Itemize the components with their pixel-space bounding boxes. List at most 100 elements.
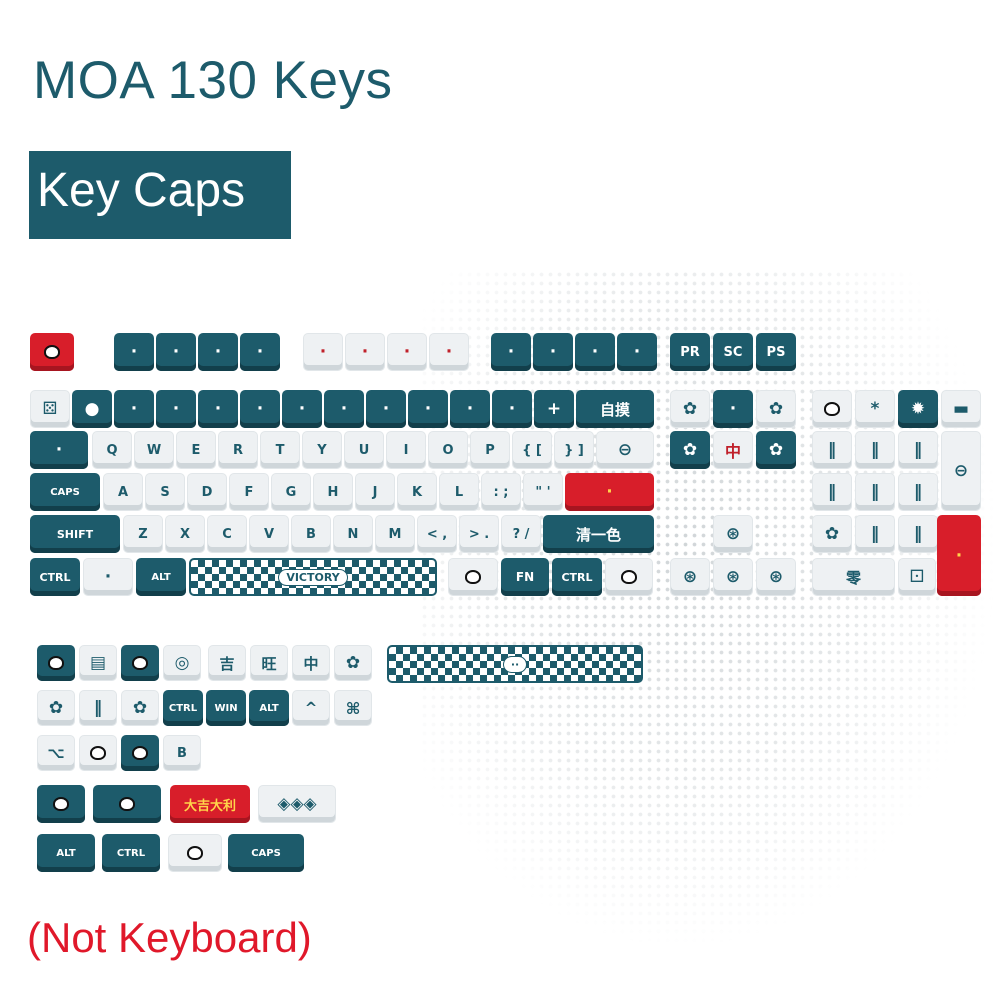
extra-caret-key: ^ bbox=[292, 690, 330, 726]
extra-panda-key-5 bbox=[37, 785, 85, 823]
pgup-key: ✿ bbox=[756, 390, 796, 428]
circle-tile-icon: · bbox=[214, 399, 222, 419]
left-arrow-key: ⊛ bbox=[670, 558, 710, 596]
key-o: O bbox=[428, 431, 468, 469]
flower-tile-icon: ✿ bbox=[768, 440, 784, 460]
key-g: G bbox=[271, 473, 311, 511]
numpad-7-key: ‖ bbox=[812, 431, 852, 469]
numpad-6-key: ‖ bbox=[898, 473, 938, 511]
flower-tile-icon: ✿ bbox=[345, 653, 361, 673]
numpad-1-key: ✿ bbox=[812, 515, 852, 553]
flower-tile-icon: ✿ bbox=[768, 399, 784, 419]
key-j: J bbox=[355, 473, 395, 511]
circle-tile-icon: · bbox=[130, 399, 138, 419]
right-shift-key: 清一色 bbox=[543, 515, 654, 553]
extra-alt-key: ALT bbox=[249, 690, 289, 726]
plus-key: + bbox=[534, 390, 574, 428]
coin-icon: ⊖ bbox=[953, 461, 969, 481]
key-b: B bbox=[291, 515, 331, 553]
panda-icon bbox=[48, 656, 64, 670]
mahjong-icon: · bbox=[172, 342, 180, 362]
key-e: E bbox=[176, 431, 216, 469]
subtitle-banner: Key Caps bbox=[29, 151, 291, 239]
num-key-2: · bbox=[114, 390, 154, 428]
extra-panda-key-3 bbox=[79, 735, 117, 771]
spacebar-label: VICTORY bbox=[278, 568, 348, 586]
fn-key: FN bbox=[501, 558, 549, 596]
circle-tile-icon: ● bbox=[84, 399, 100, 419]
bamboo-tile-icon: ‖ bbox=[827, 482, 837, 502]
extra-flower-key-3: ✿ bbox=[121, 690, 159, 726]
extra-target-key: ◎ bbox=[163, 645, 201, 681]
panda-icon bbox=[132, 746, 148, 760]
key-n: N bbox=[333, 515, 373, 553]
key-quote: " ' bbox=[523, 473, 563, 511]
sc-key: SC bbox=[713, 333, 753, 371]
circle-tile-icon: · bbox=[172, 399, 180, 419]
panda-icon bbox=[465, 570, 481, 584]
red-dot-icon: · bbox=[729, 399, 737, 419]
flower-tile-icon: ✿ bbox=[824, 524, 840, 544]
extra-ctrl-key: CTRL bbox=[163, 690, 203, 726]
plus-icon: + bbox=[546, 399, 562, 419]
page-title: MOA 130 Keys bbox=[33, 51, 393, 110]
left-alt-key: ALT bbox=[136, 558, 186, 596]
numlock-key bbox=[812, 390, 852, 428]
tilde-key: ⚄ bbox=[30, 390, 70, 428]
backslash-key: ⊖ bbox=[596, 431, 654, 469]
numpad-3-key: ‖ bbox=[898, 515, 938, 553]
key-semicolon: : ; bbox=[481, 473, 521, 511]
bamboo-tile-icon: ‖ bbox=[913, 440, 923, 460]
panda-icon bbox=[132, 656, 148, 670]
extra-daji-key: 大吉大利 bbox=[170, 785, 250, 823]
mahjong-icon: · bbox=[549, 342, 557, 362]
key-p: P bbox=[470, 431, 510, 469]
halftone-background bbox=[420, 270, 1000, 950]
right-alt-key bbox=[448, 558, 498, 596]
not-keyboard-note: (Not Keyboard) bbox=[27, 914, 312, 961]
key-period: > . bbox=[459, 515, 499, 553]
num-key-8: · bbox=[366, 390, 406, 428]
panda-icon bbox=[621, 570, 637, 584]
circle-tile-icon: · bbox=[256, 399, 264, 419]
bamboo-tile-icon: ‖ bbox=[827, 440, 837, 460]
left-shift-key: SHIFT bbox=[30, 515, 120, 553]
coins-icon: ◈◈◈ bbox=[277, 794, 317, 814]
esc-key bbox=[30, 333, 74, 371]
circle-tile-icon: · bbox=[424, 399, 432, 419]
extra-panda-key-4 bbox=[121, 735, 159, 771]
f10-key: · bbox=[533, 333, 573, 371]
extra-bamboo-key: ‖ bbox=[79, 690, 117, 726]
key-u: U bbox=[344, 431, 384, 469]
key-s: S bbox=[145, 473, 185, 511]
num-key-6: · bbox=[282, 390, 322, 428]
f7-key: · bbox=[387, 333, 427, 371]
num-key-1: ● bbox=[72, 390, 112, 428]
key-d: D bbox=[187, 473, 227, 511]
key-q: Q bbox=[92, 431, 132, 469]
panda-icon bbox=[824, 402, 840, 416]
num-key-3: · bbox=[156, 390, 196, 428]
mahjong-icon: · bbox=[633, 342, 641, 362]
flower-tile-icon: ✿ bbox=[682, 399, 698, 419]
num-key-0: · bbox=[450, 390, 490, 428]
num-key-9: · bbox=[408, 390, 448, 428]
caps-key: CAPS bbox=[30, 473, 100, 511]
f3-key: · bbox=[198, 333, 238, 371]
target-icon: ◎ bbox=[174, 653, 190, 673]
key-m: M bbox=[375, 515, 415, 553]
circle-tile-icon: · bbox=[298, 399, 306, 419]
extra-panda-key-2 bbox=[121, 645, 159, 681]
f4-key: · bbox=[240, 333, 280, 371]
f6-key: · bbox=[345, 333, 385, 371]
numpad-5-key: ‖ bbox=[855, 473, 895, 511]
mahjong-icon: · bbox=[55, 440, 63, 460]
bamboo-tile-icon: ‖ bbox=[93, 698, 103, 718]
spacebar: VICTORY bbox=[189, 558, 437, 596]
mahjong-icon: · bbox=[214, 342, 222, 362]
extra-caps-key: CAPS bbox=[228, 834, 304, 872]
sun-icon: ✹ bbox=[910, 399, 926, 419]
dice-icon: ⚀ bbox=[909, 567, 925, 587]
panda-icon bbox=[119, 797, 135, 811]
end-key: 中 bbox=[713, 431, 753, 469]
